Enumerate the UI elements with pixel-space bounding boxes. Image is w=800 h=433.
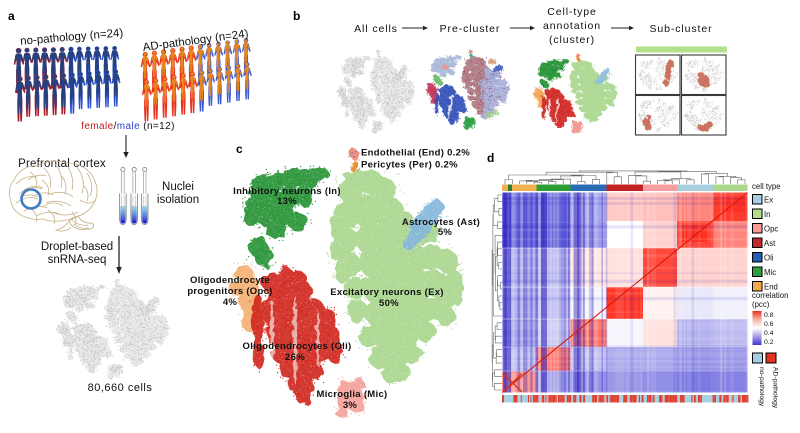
svg-text:b: b xyxy=(293,9,300,23)
svg-text:80,660 cells: 80,660 cells xyxy=(88,382,153,394)
svg-text:26%: 26% xyxy=(285,352,305,363)
svg-text:5%: 5% xyxy=(438,227,453,238)
svg-text:annotation: annotation xyxy=(543,20,601,32)
svg-text:Cell-type: Cell-type xyxy=(547,6,597,18)
svg-text:progenitors (Opc): progenitors (Opc) xyxy=(187,286,272,297)
svg-text:In: In xyxy=(764,210,771,219)
svg-text:snRNA-seq: snRNA-seq xyxy=(48,254,107,266)
svg-text:0.6: 0.6 xyxy=(764,321,774,328)
svg-text:Sub-cluster: Sub-cluster xyxy=(649,23,712,35)
svg-text:Ex: Ex xyxy=(764,196,773,205)
svg-text:female/male (n=12): female/male (n=12) xyxy=(81,121,175,132)
svg-text:0.2: 0.2 xyxy=(764,339,774,346)
svg-text:d: d xyxy=(487,151,494,165)
svg-text:(pcc): (pcc) xyxy=(752,300,770,309)
svg-text:cell type: cell type xyxy=(752,182,781,191)
svg-text:AD-pathology: AD-pathology xyxy=(772,367,779,409)
svg-text:0.4: 0.4 xyxy=(764,330,774,337)
svg-text:Oligodendrocytes (Oli): Oligodendrocytes (Oli) xyxy=(243,341,352,352)
svg-text:(cluster): (cluster) xyxy=(549,34,595,46)
svg-text:Microglia (Mic): Microglia (Mic) xyxy=(316,389,387,400)
svg-text:End: End xyxy=(764,283,778,292)
svg-text:3%: 3% xyxy=(343,400,358,411)
svg-text:correlation: correlation xyxy=(752,291,788,300)
svg-text:no-pathology: no-pathology xyxy=(758,367,765,407)
svg-text:isolation: isolation xyxy=(157,194,199,206)
svg-text:Nuclei: Nuclei xyxy=(162,181,194,193)
svg-text:a: a xyxy=(8,9,15,23)
svg-text:Excitatory neurons (Ex): Excitatory neurons (Ex) xyxy=(330,287,444,298)
svg-text:Droplet-based: Droplet-based xyxy=(41,241,113,253)
svg-text:Oli: Oli xyxy=(764,254,774,263)
svg-text:4%: 4% xyxy=(223,297,238,308)
svg-text:Mic: Mic xyxy=(764,268,776,277)
svg-text:50%: 50% xyxy=(379,298,399,309)
svg-text:Ast: Ast xyxy=(764,239,776,248)
svg-text:All cells: All cells xyxy=(354,23,398,35)
svg-text:Inhibitory neurons (In): Inhibitory neurons (In) xyxy=(233,186,341,197)
svg-text:Prefrontal cortex: Prefrontal cortex xyxy=(18,158,106,170)
svg-text:Pericytes (Per) 0.2%: Pericytes (Per) 0.2% xyxy=(361,160,458,171)
svg-text:Opc: Opc xyxy=(764,225,778,234)
svg-text:Astrocytes (Ast): Astrocytes (Ast) xyxy=(402,217,480,228)
svg-text:Oligodendrocyte: Oligodendrocyte xyxy=(190,275,270,286)
svg-text:Pre-cluster: Pre-cluster xyxy=(440,23,501,35)
svg-text:Endothelial (End) 0.2%: Endothelial (End) 0.2% xyxy=(361,148,470,159)
svg-text:c: c xyxy=(236,142,243,156)
svg-text:13%: 13% xyxy=(277,196,297,207)
svg-text:0.8: 0.8 xyxy=(764,312,774,319)
